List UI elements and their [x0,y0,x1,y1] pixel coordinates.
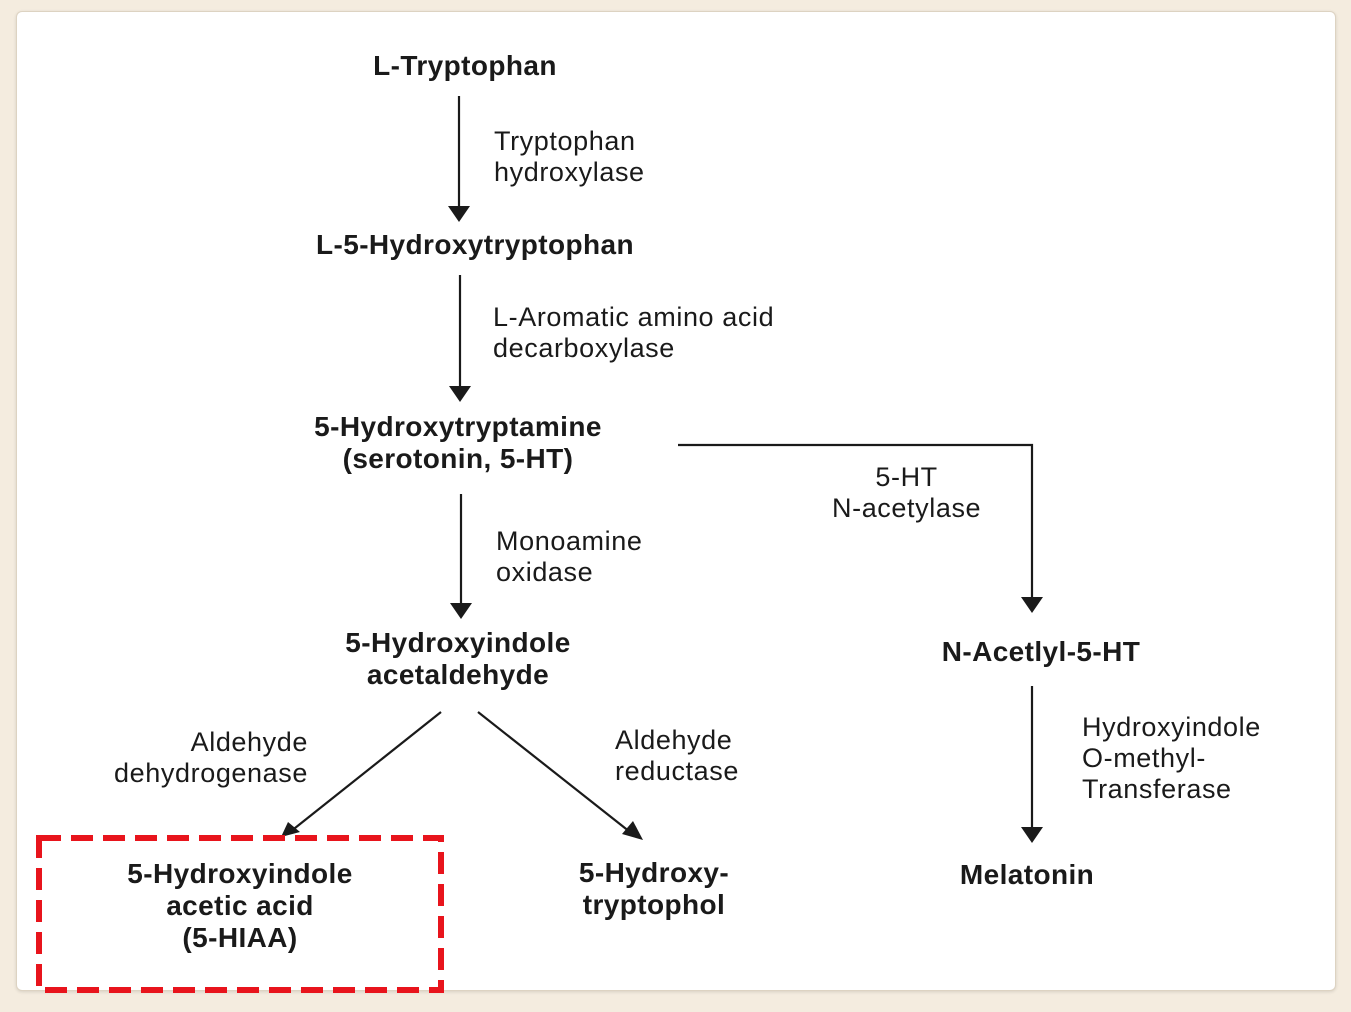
enzyme-aldehyde-dehydrogenase-line-2: dehydrogenase [114,757,308,788]
enzyme-aldehyde-reductase-line-1: Aldehyde [615,725,733,755]
compound-melatonin: Melatonin [959,859,1095,890]
arrow-acetaldehyde-to-tryptophol [477,711,631,833]
enzyme-tryptophan-hydroxylase-line-1: Tryptophan [494,126,636,156]
compound-hiaa-line-1: 5-Hydroxyindole [127,858,353,889]
arrowhead-tryptophan-to-5htp [448,206,470,222]
compound-acetaldehyde-line-1: 5-Hydroxyindole [345,627,571,658]
enzyme-aldehyde-reductase-line-2: reductase [615,755,739,786]
compound-acetaldehyde-line-2: acetaldehyde [366,658,550,690]
enzyme-decarboxylase-line-2: decarboxylase [493,332,675,363]
compound-5-hiaa: 5-Hydroxyindole acetic acid (5-HIAA) [127,858,352,954]
enzyme-hydroxyindole-o-methyl-transferase: Hydroxyindole O-methyl- Transferase [1082,712,1261,804]
compound-tryptophol-line-2: tryptophol [582,888,726,920]
compound-l-5-hydroxytryptophan: L-5-Hydroxytryptophan [316,229,634,260]
enzyme-5-ht-n-acetylase: 5-HT N-acetylase [832,462,981,524]
diagram-card [16,11,1336,991]
enzyme-monoamine-oxidase: Monoamine oxidase [496,526,642,588]
enzyme-monoamine-oxidase-line-2: oxidase [496,556,594,587]
arrowhead-acetyl-5ht-to-melatonin [1021,827,1043,843]
arrow-serotonin-to-acetyl-5ht-path [678,443,1034,598]
enzyme-decarboxylase-line-1: L-Aromatic amino acid [493,302,775,332]
enzyme-o-methyl-transferase-line-3: Transferase [1082,773,1232,804]
arrowhead-acetaldehyde-to-hiaa [281,822,300,837]
enzyme-monoamine-oxidase-line-1: Monoamine [496,526,643,556]
compound-serotonin-line-1: 5-Hydroxytryptamine [314,411,602,442]
enzyme-tryptophan-hydroxylase: Tryptophan hydroxylase [494,126,645,188]
enzyme-tryptophan-hydroxylase-line-2: hydroxylase [494,156,645,187]
compound-serotonin-line-2: (serotonin, 5-HT) [342,442,574,474]
compound-n-acetyl-5-ht: N-Acetlyl-5-HT [941,636,1141,667]
enzyme-aldehyde-dehydrogenase-line-1: Aldehyde [190,727,308,757]
arrowhead-acetaldehyde-to-tryptophol [622,821,643,840]
arrowhead-serotonin-to-acetyl-5ht [1021,597,1043,613]
enzyme-aldehyde-dehydrogenase: Aldehyde dehydrogenase [114,727,308,789]
enzyme-o-methyl-transferase-line-1: Hydroxyindole [1082,712,1261,742]
enzyme-o-methyl-transferase-line-2: O-methyl- [1082,742,1206,773]
compound-5-hydroxyindole-acetaldehyde: 5-Hydroxyindole acetaldehyde [345,627,570,691]
enzyme-n-acetylase-line-1: 5-HT [875,462,938,492]
enzyme-aromatic-amino-acid-decarboxylase: L-Aromatic amino acid decarboxylase [493,302,774,364]
compound-hiaa-line-3: (5-HIAA) [182,921,298,953]
compound-tryptophol-line-1: 5-Hydroxy- [578,857,730,888]
arrowhead-serotonin-to-acetaldehyde [450,603,472,619]
arrow-acetaldehyde-to-hiaa [289,711,442,833]
compound-serotonin: 5-Hydroxytryptamine (serotonin, 5-HT) [314,411,602,475]
enzyme-aldehyde-reductase: Aldehyde reductase [615,725,739,787]
compound-5-hydroxytryptophol: 5-Hydroxy- tryptophol [579,857,729,921]
hiaa-highlight-box [36,835,444,993]
arrowhead-5htp-to-serotonin [449,386,471,402]
enzyme-n-acetylase-line-2: N-acetylase [832,492,982,523]
compound-l-tryptophan: L-Tryptophan [373,50,557,81]
compound-hiaa-line-2: acetic acid [166,889,314,921]
